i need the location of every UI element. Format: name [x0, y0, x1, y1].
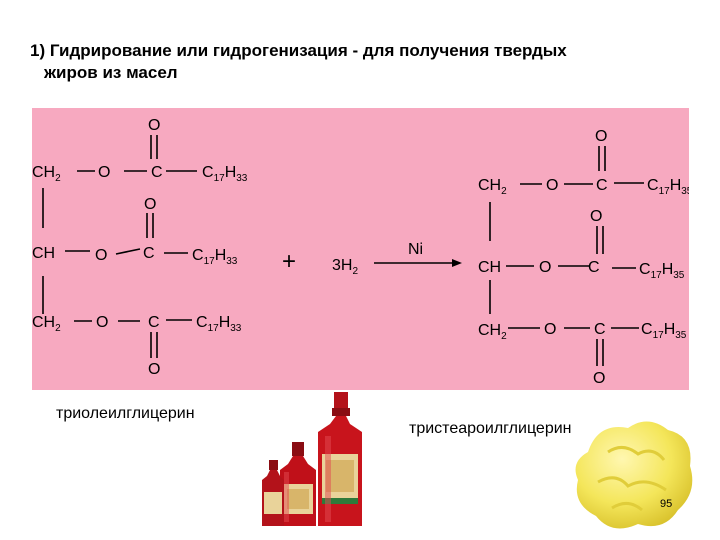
- reactant-c-2: C: [143, 245, 155, 262]
- reactant-c-3: C: [148, 314, 160, 331]
- product-ch2-bottom: CH2: [478, 322, 507, 342]
- product-o-top-2: O: [590, 208, 602, 225]
- reactant-o-2: O: [95, 247, 107, 264]
- product-c-3: C: [594, 321, 606, 338]
- reaction-scheme: O CH2 O C C17H33 O CH O C C17H33 CH2 O C…: [32, 117, 689, 387]
- product-ch: CH: [478, 259, 501, 276]
- product-chain-1: C17H35: [647, 177, 689, 197]
- product-chain-3: C17H35: [641, 321, 687, 341]
- reactant-ch2-top: CH2: [32, 164, 61, 184]
- hydrogen-reagent: 3H2: [332, 257, 358, 277]
- product-molecule: O CH2 O C C17H35 O CH O C C17H35 CH2 O C…: [478, 128, 689, 387]
- product-caption: тристеароилглицерин: [405, 420, 576, 438]
- page-number: 95: [660, 498, 673, 510]
- title-line-1: 1) Гидрирование или гидрогенизация - для…: [30, 41, 567, 60]
- reactant-o-top-1: O: [148, 117, 160, 134]
- reactant-ch: CH: [32, 245, 55, 262]
- product-c-1: C: [596, 177, 608, 194]
- reactant-ch2-bottom: CH2: [32, 314, 61, 334]
- bonds: [42, 135, 644, 366]
- reactant-chain-1: C17H33: [202, 164, 248, 184]
- product-c-2: C: [588, 259, 600, 276]
- reactant-o-3: O: [96, 314, 108, 331]
- title-line-2: жиров из масел: [44, 63, 178, 82]
- reactant-c-1: C: [151, 164, 163, 181]
- reactant-chain-2: C17H33: [192, 247, 238, 267]
- solid-fat-image: [575, 421, 693, 529]
- catalyst-label: Ni: [408, 241, 423, 258]
- small-bottle: [262, 460, 284, 526]
- product-o-3: O: [544, 321, 556, 338]
- product-ch2-top: CH2: [478, 177, 507, 197]
- slide-title: 1) Гидрирование или гидрогенизация - для…: [30, 40, 690, 84]
- reactant-caption: триолеилглицерин: [52, 405, 199, 423]
- product-chain-2: C17H35: [639, 261, 685, 281]
- medium-bottle: [280, 442, 316, 526]
- large-bottle: [318, 392, 362, 526]
- product-o-bottom: O: [593, 370, 605, 387]
- product-o-2: O: [539, 259, 551, 276]
- product-o-top-1: O: [595, 128, 607, 145]
- reactant-o-bottom: O: [148, 361, 160, 378]
- reactant-o-1: O: [98, 164, 110, 181]
- reactant-chain-3: C17H33: [196, 314, 242, 334]
- product-o-1: O: [546, 177, 558, 194]
- reaction-panel: O CH2 O C C17H33 O CH O C C17H33 CH2 O C…: [32, 108, 689, 390]
- plus-sign: +: [282, 248, 296, 275]
- reactant-molecule: O CH2 O C C17H33 O CH O C C17H33 CH2 O C…: [32, 117, 248, 378]
- reactant-o-top-2: O: [144, 196, 156, 213]
- oil-bottles-image: [262, 392, 362, 526]
